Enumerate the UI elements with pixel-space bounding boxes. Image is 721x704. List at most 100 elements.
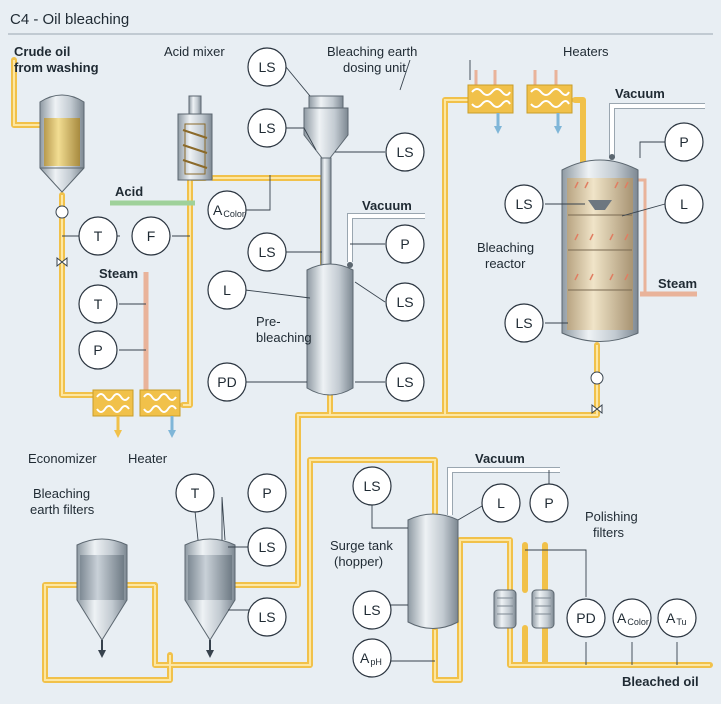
svg-text:LS: LS bbox=[258, 539, 275, 555]
svg-text:T: T bbox=[94, 296, 103, 312]
instrument-p-filter: P bbox=[247, 473, 287, 513]
label-crude-oil: Crude oil bbox=[14, 44, 70, 59]
svg-text:LS: LS bbox=[258, 244, 275, 260]
instrument-p-pre: P bbox=[385, 224, 425, 264]
label-reactor-2: reactor bbox=[485, 256, 526, 271]
polishing-filters bbox=[493, 589, 555, 629]
label-polishing-2: filters bbox=[593, 525, 625, 540]
svg-text:PD: PD bbox=[217, 374, 236, 390]
instrument-ls-reactor2: LS bbox=[504, 303, 544, 343]
svg-text:P: P bbox=[400, 236, 409, 252]
instrument-p1: P bbox=[78, 330, 118, 370]
svg-text:F: F bbox=[147, 228, 156, 244]
label-heaters: Heaters bbox=[563, 44, 609, 59]
svg-text:LS: LS bbox=[396, 374, 413, 390]
instrument-p-surge: P bbox=[529, 483, 569, 523]
svg-text:AColor: AColor bbox=[213, 202, 245, 219]
svg-text:LS: LS bbox=[363, 478, 380, 494]
svg-text:P: P bbox=[544, 495, 553, 511]
label-steam-1: Steam bbox=[99, 266, 138, 281]
instrument-ls-pre2: LS bbox=[385, 282, 425, 322]
earth-filter-1 bbox=[76, 538, 128, 658]
svg-text:T: T bbox=[191, 485, 200, 501]
label-steam-2: Steam bbox=[658, 276, 697, 291]
svg-text:L: L bbox=[680, 196, 688, 212]
instrument-ls-dose3: LS bbox=[385, 132, 425, 172]
label-economizer: Economizer bbox=[28, 451, 97, 466]
label-surge-2: (hopper) bbox=[334, 554, 383, 569]
svg-text:T: T bbox=[94, 228, 103, 244]
instrument-ls-filter2: LS bbox=[247, 597, 287, 637]
instrument-pd-polish: PD bbox=[566, 598, 606, 638]
svg-text:LS: LS bbox=[363, 602, 380, 618]
svg-text:LS: LS bbox=[515, 196, 532, 212]
instrument-ls-pre1: LS bbox=[247, 232, 287, 272]
instrument-l-pre: L bbox=[207, 270, 247, 310]
instrument-l-surge: L bbox=[481, 483, 521, 523]
svg-text:LS: LS bbox=[258, 120, 275, 136]
instrument-acolor-2: AColor bbox=[612, 598, 652, 638]
label-reactor-1: Bleaching bbox=[477, 240, 534, 255]
page-title: C4 - Oil bleaching bbox=[10, 11, 129, 28]
svg-text:P: P bbox=[262, 485, 271, 501]
svg-text:ApH: ApH bbox=[360, 650, 382, 667]
signal-lines bbox=[62, 59, 678, 665]
valve-icon bbox=[56, 256, 68, 268]
instrument-ls-filter1: LS bbox=[247, 527, 287, 567]
instrument-acolor-1: AColor bbox=[207, 190, 247, 230]
surge-tank bbox=[407, 513, 459, 629]
pump-icon bbox=[55, 205, 69, 219]
instrument-ls-surge1: LS bbox=[352, 466, 392, 506]
vacuum-lines bbox=[347, 103, 705, 515]
dosing-unit bbox=[303, 95, 349, 299]
instrument-ls-reactor1: LS bbox=[504, 184, 544, 224]
reactor-valve-icon bbox=[591, 403, 603, 415]
instrument-ls-dose2: LS bbox=[247, 108, 287, 148]
instrument-p-reactor: P bbox=[664, 122, 704, 162]
svg-text:L: L bbox=[223, 282, 231, 298]
svg-text:ATu: ATu bbox=[666, 610, 687, 627]
svg-text:AColor: AColor bbox=[617, 610, 649, 627]
instrument-ls-surge2: LS bbox=[352, 590, 392, 630]
economizer-heater bbox=[92, 389, 181, 438]
label-vacuum-3: Vacuum bbox=[475, 451, 525, 466]
instrument-ls-dose1: LS bbox=[247, 47, 287, 87]
label-acid: Acid bbox=[115, 184, 143, 199]
label-surge-1: Surge tank bbox=[330, 538, 393, 553]
label-heater: Heater bbox=[128, 451, 168, 466]
instrument-t2: T bbox=[78, 284, 118, 324]
prebleaching-vessel bbox=[306, 262, 354, 396]
svg-text:P: P bbox=[93, 342, 102, 358]
instrument-ls-pre3: LS bbox=[385, 362, 425, 402]
svg-text:LS: LS bbox=[515, 315, 532, 331]
crude-oil-tank bbox=[39, 94, 85, 193]
label-dosing-2: dosing unit bbox=[343, 60, 406, 75]
instrument-t-filter: T bbox=[175, 473, 215, 513]
label-bleached-oil: Bleached oil bbox=[622, 674, 699, 689]
label-vacuum-1: Vacuum bbox=[362, 198, 412, 213]
svg-text:LS: LS bbox=[258, 59, 275, 75]
instrument-atu: ATu bbox=[657, 598, 697, 638]
instrument-pd-pre: PD bbox=[207, 362, 247, 402]
instrument-l-reactor: L bbox=[664, 184, 704, 224]
label-polishing-1: Polishing bbox=[585, 509, 638, 524]
label-prebleach-2: bleaching bbox=[256, 330, 312, 345]
instrument-aph: ApH bbox=[352, 638, 392, 678]
instrument-f1: F bbox=[131, 216, 171, 256]
label-acid-mixer: Acid mixer bbox=[164, 44, 225, 59]
heaters-top bbox=[467, 84, 573, 134]
label-vacuum-2: Vacuum bbox=[615, 86, 665, 101]
label-prebleach-1: Pre- bbox=[256, 314, 281, 329]
svg-text:PD: PD bbox=[576, 610, 595, 626]
svg-text:LS: LS bbox=[396, 144, 413, 160]
svg-text:LS: LS bbox=[396, 294, 413, 310]
svg-text:P: P bbox=[679, 134, 688, 150]
label-filters-1: Bleaching bbox=[33, 486, 90, 501]
acid-mixer bbox=[177, 95, 213, 181]
svg-text:L: L bbox=[497, 495, 505, 511]
label-filters-2: earth filters bbox=[30, 502, 95, 517]
earth-filter-2 bbox=[184, 538, 236, 658]
instrument-t1: T bbox=[78, 216, 118, 256]
